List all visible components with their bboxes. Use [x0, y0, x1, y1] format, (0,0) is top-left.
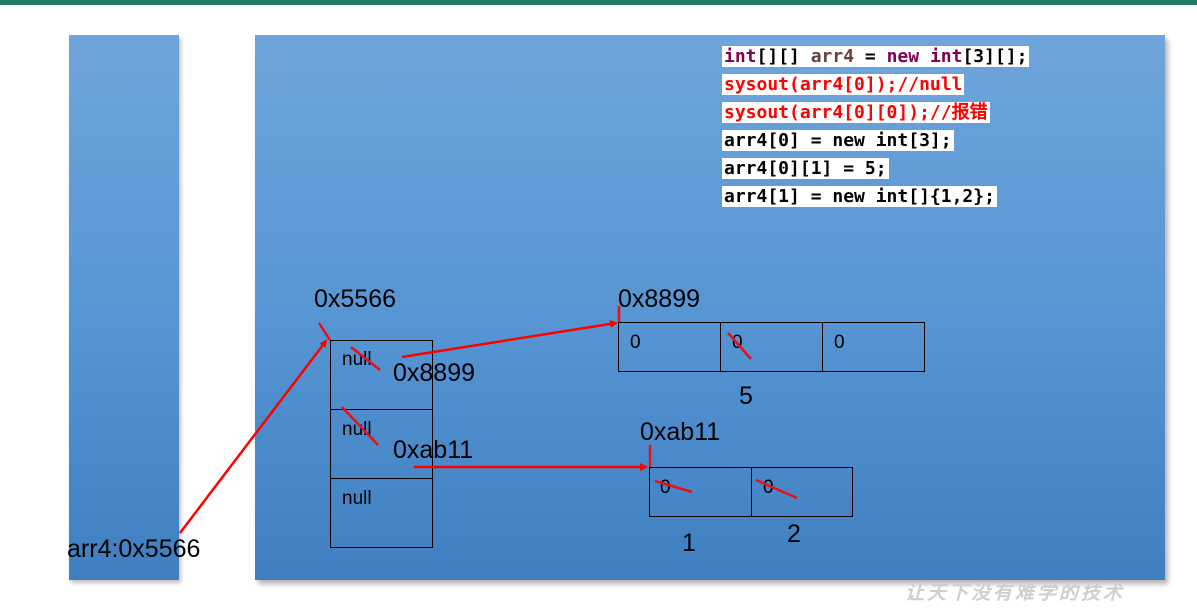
code-token: = — [854, 46, 887, 67]
row1-new-reference: 0xab11 — [393, 436, 474, 464]
stack-area — [69, 35, 179, 580]
outer-array-cell-1-value: null — [342, 419, 372, 440]
array-ab11-new-value-0: 1 — [682, 529, 696, 557]
array-8899-address: 0x8899 — [618, 285, 701, 313]
strike-outer-cell-1 — [341, 406, 379, 446]
code-block: int[][] arr4 = new int[3][]; sysout(arr4… — [722, 43, 1030, 211]
code-token: [][] — [756, 46, 811, 67]
code-line-declaration: int[][] arr4 = new int[3][]; — [722, 43, 1030, 71]
array-ab11-cell-0-value: 0 — [660, 477, 671, 498]
pointer-row0-to-array-8899 — [401, 319, 618, 359]
array-ab11-address: 0xab11 — [640, 418, 721, 446]
pointer-stack-to-outer-array — [179, 339, 328, 534]
code-token: int — [724, 46, 757, 67]
code-token — [919, 46, 930, 67]
heap-area — [255, 35, 1165, 580]
code-token: arr4 — [810, 46, 855, 67]
code-line-new-row0: arr4[0] = new int[3]; — [722, 130, 954, 151]
outer-array-address: 0x5566 — [314, 285, 397, 313]
array-ab11-cell-1 — [751, 467, 853, 517]
code-token: int — [929, 46, 963, 67]
code-token: new — [886, 46, 920, 67]
strike-ab11-cell-1 — [755, 478, 798, 500]
strike-outer-cell-0 — [350, 346, 381, 371]
top-accent-bar — [0, 0, 1197, 5]
code-line-new-row1: arr4[1] = new int[]{1,2}; — [722, 186, 997, 207]
array-8899-cell-2-value: 0 — [834, 332, 845, 353]
row0-new-reference: 0x8899 — [393, 359, 476, 387]
watermark-slogan: 让天下没有难学的技术 — [905, 582, 1126, 604]
code-token: [3][]; — [962, 46, 1028, 67]
stack-variable-label: arr4:0x5566 — [67, 535, 201, 563]
outer-array-cell-2 — [330, 478, 433, 548]
array-8899-cell-2 — [822, 322, 925, 372]
code-line-assign-element: arr4[0][1] = 5; — [722, 158, 889, 179]
code-line-print-row: sysout(arr4[0]);//null — [722, 74, 965, 95]
array-8899-cell-0-value: 0 — [630, 332, 641, 353]
outer-array-cell-2-value: null — [342, 488, 372, 509]
strike-8899-cell-1 — [727, 332, 752, 360]
outer-array-cell-0-value: null — [342, 349, 372, 370]
code-line-print-element: sysout(arr4[0][0]);//报错 — [722, 102, 990, 123]
strike-ab11-cell-0 — [654, 479, 693, 494]
array-8899-new-value: 5 — [739, 382, 753, 410]
array-ab11-cell-1-value: 0 — [763, 477, 774, 498]
address-tick-outer-array — [317, 322, 332, 341]
array-ab11-new-value-1: 2 — [787, 520, 801, 548]
